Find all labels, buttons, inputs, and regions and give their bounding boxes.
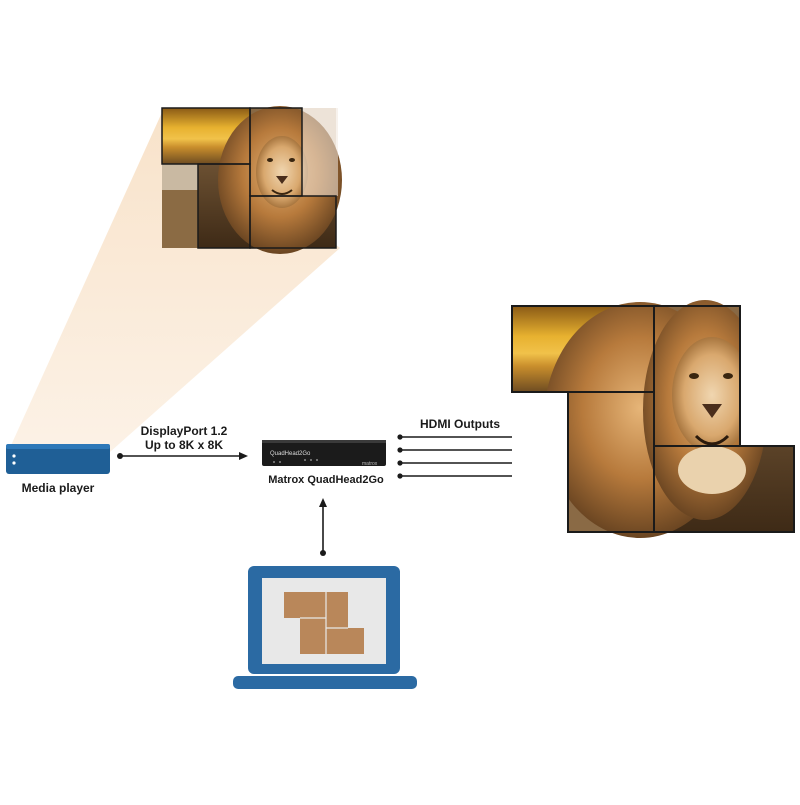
displayport-connection-arrow bbox=[117, 452, 248, 460]
device-name-label: Matrox QuadHead2Go bbox=[268, 474, 384, 486]
hdmi-output-arrow bbox=[397, 433, 522, 441]
source-preview-image bbox=[161, 106, 342, 254]
layout-tile bbox=[326, 628, 364, 654]
displayport-label: DisplayPort 1.2 Up to 8K x 8K bbox=[124, 424, 244, 452]
displayport-label-line1: DisplayPort 1.2 bbox=[140, 424, 228, 438]
hdmi-output-arrow bbox=[397, 472, 522, 480]
layout-tile bbox=[326, 592, 348, 628]
quadhead2go-device-icon: QuadHead2Go matrox bbox=[262, 440, 386, 467]
hdmi-outputs-label: HDMI Outputs bbox=[420, 417, 500, 431]
hdmi-output-arrows bbox=[397, 433, 522, 480]
laptop-icon bbox=[233, 566, 417, 689]
hdmi-output-arrow bbox=[397, 446, 522, 454]
video-wall-output bbox=[511, 300, 798, 538]
media-player-icon bbox=[6, 444, 110, 474]
laptop-control-arrow bbox=[319, 498, 327, 556]
layout-tile bbox=[284, 592, 326, 618]
hdmi-output-arrow bbox=[397, 459, 522, 467]
media-player-label: Media player bbox=[21, 481, 95, 495]
device-brand-text: matrox bbox=[362, 461, 378, 467]
layout-tile bbox=[300, 618, 326, 654]
displayport-label-line2: Up to 8K x 8K bbox=[144, 438, 223, 452]
device-model-text: QuadHead2Go bbox=[270, 451, 311, 457]
